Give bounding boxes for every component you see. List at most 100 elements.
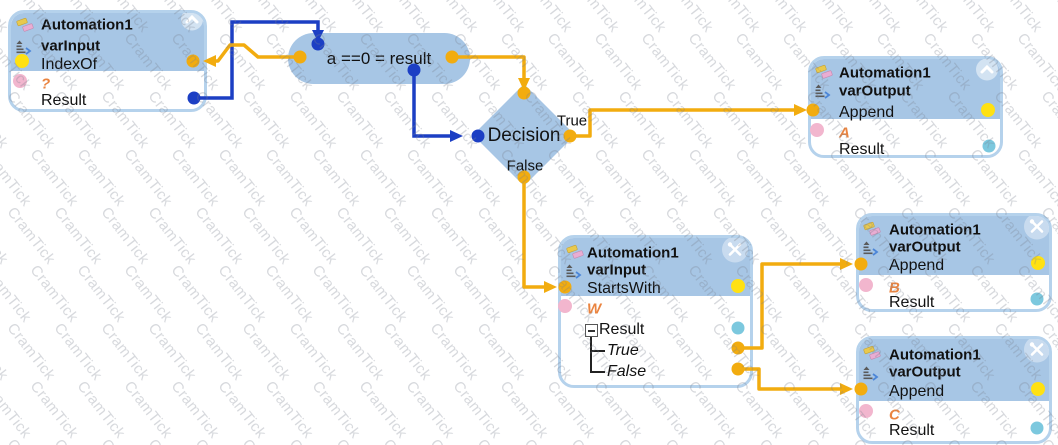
port-expression-right[interactable] [445,50,459,64]
port-append-c-out[interactable] [1031,382,1045,396]
node-header [561,238,750,296]
watermark-text: CramTick [145,436,200,445]
watermark-text: CramTick [120,262,176,326]
watermark-text: CramTick [51,436,106,445]
node-title: Automation1 [587,244,679,262]
port-expression-bottom[interactable] [407,63,421,77]
node-varoutput-a[interactable]: Automation1 varOutput Append A Result [808,56,1003,158]
variable-letter: B [889,279,900,297]
port-expression-top[interactable] [311,37,325,51]
watermark-text: CramTick [426,204,482,268]
watermark-text: CramTick [756,436,811,445]
watermark-text: CramTick [568,436,623,445]
port-startswith-result-out[interactable] [731,321,745,335]
decision-false-label: False [506,157,544,175]
watermark-text: CramTick [0,204,12,268]
watermark-text: CramTick [285,88,341,152]
port-startswith-action-out[interactable] [731,279,745,293]
watermark-text: CramTick [3,204,59,268]
variable-letter: A [839,124,850,142]
watermark-text: CramTick [615,436,670,445]
port-decision-top[interactable] [517,86,531,100]
watermark-text: CramTick [26,146,82,210]
node-varinput-indexof[interactable]: Automation1 varInput IndexOf ? Result [8,10,207,112]
watermark-text: CramTick [849,0,905,36]
watermark-text: CramTick [474,436,529,445]
watermark-text: CramTick [120,146,176,210]
watermark-text: CramTick [661,88,717,152]
port-startswith-false-out[interactable] [731,362,745,376]
watermark-text: CramTick [120,378,176,442]
watermark-text: CramTick [0,378,35,442]
port-decision-left[interactable] [471,129,485,143]
node-varoutput-b[interactable]: Automation1 varOutput Append B Result [856,213,1052,312]
port-indexof-action-out[interactable] [186,54,200,68]
port-append-a-in[interactable] [806,103,820,117]
watermark-text: CramTick [590,30,646,94]
port-append-b-result-out[interactable] [1030,292,1044,306]
port-indexof-result-out[interactable] [187,91,201,105]
watermark-text: CramTick [214,30,270,94]
watermark-text: CramTick [191,320,247,384]
watermark-text: CramTick [238,0,294,36]
node-subtitle: varOutput [889,363,961,381]
watermark-text: CramTick [473,204,529,268]
port-append-c-in[interactable] [854,382,868,396]
tree-false-label: False [607,363,647,380]
port-decision-true[interactable] [563,129,577,143]
watermark-text: CramTick [50,320,106,384]
variables-icon [815,64,835,86]
node-action-label: IndexOf [41,56,98,73]
arrow-into-append-a [794,104,807,116]
watermark-text: CramTick [473,320,529,384]
decision-true-label: True [556,112,588,130]
watermark-text: CramTick [496,262,552,326]
node-header [859,216,1049,275]
watermark-text: CramTick [355,146,411,210]
port-append-b-in[interactable] [854,257,868,271]
port-startswith-in[interactable] [558,280,572,294]
watermark-text: CramTick [332,0,388,36]
port-indexof-variable[interactable] [13,74,27,88]
wire-startswith-true-to-append-b [738,262,842,350]
node-varoutput-c[interactable]: Automation1 varOutput Append C Result [856,336,1052,444]
arrow-into-append-b [840,258,853,270]
port-indexof-bullet[interactable] [15,54,29,68]
input-list-icon [15,39,32,61]
watermark-text: CramTick [0,146,35,210]
watermark-text: CramTick [97,204,153,268]
watermark-text: CramTick [1013,146,1058,210]
collapse-icon[interactable] [976,59,998,86]
arrow-into-startswith [544,281,557,293]
watermark-text: CramTick [1037,0,1058,36]
port-decision-false[interactable] [517,170,531,184]
port-startswith-variable[interactable] [558,299,572,313]
port-append-c-result-out[interactable] [1030,421,1044,435]
result-label: Result [41,92,87,109]
port-append-c-variable[interactable] [859,404,873,418]
port-startswith-true-out[interactable] [731,341,745,355]
port-append-b-out[interactable] [1031,256,1045,270]
watermark-text: CramTick [896,0,952,36]
tools-icon[interactable] [722,238,748,268]
collapse-expander-icon[interactable] [585,324,598,337]
watermark-text: CramTick [637,30,693,94]
watermark-text: CramTick [0,436,12,445]
tools-icon[interactable] [1024,339,1049,368]
watermark-text: CramTick [167,378,223,442]
watermark-text: CramTick [332,88,388,152]
tools-icon[interactable] [1024,216,1049,245]
port-append-a-out[interactable] [981,103,995,117]
port-append-a-variable[interactable] [810,123,824,137]
watermark-text: CramTick [802,204,858,268]
tree-branch-line [590,350,605,352]
watermark-text: CramTick [0,320,12,384]
port-append-b-variable[interactable] [859,278,873,292]
watermark-text: CramTick [402,146,458,210]
port-expression-left[interactable] [293,50,307,64]
watermark-text: CramTick [214,262,270,326]
node-varinput-startswith[interactable]: Automation1 varInput StartsWith W Result… [558,235,753,388]
port-append-a-result-out[interactable] [982,139,996,153]
collapse-icon[interactable] [181,13,203,36]
